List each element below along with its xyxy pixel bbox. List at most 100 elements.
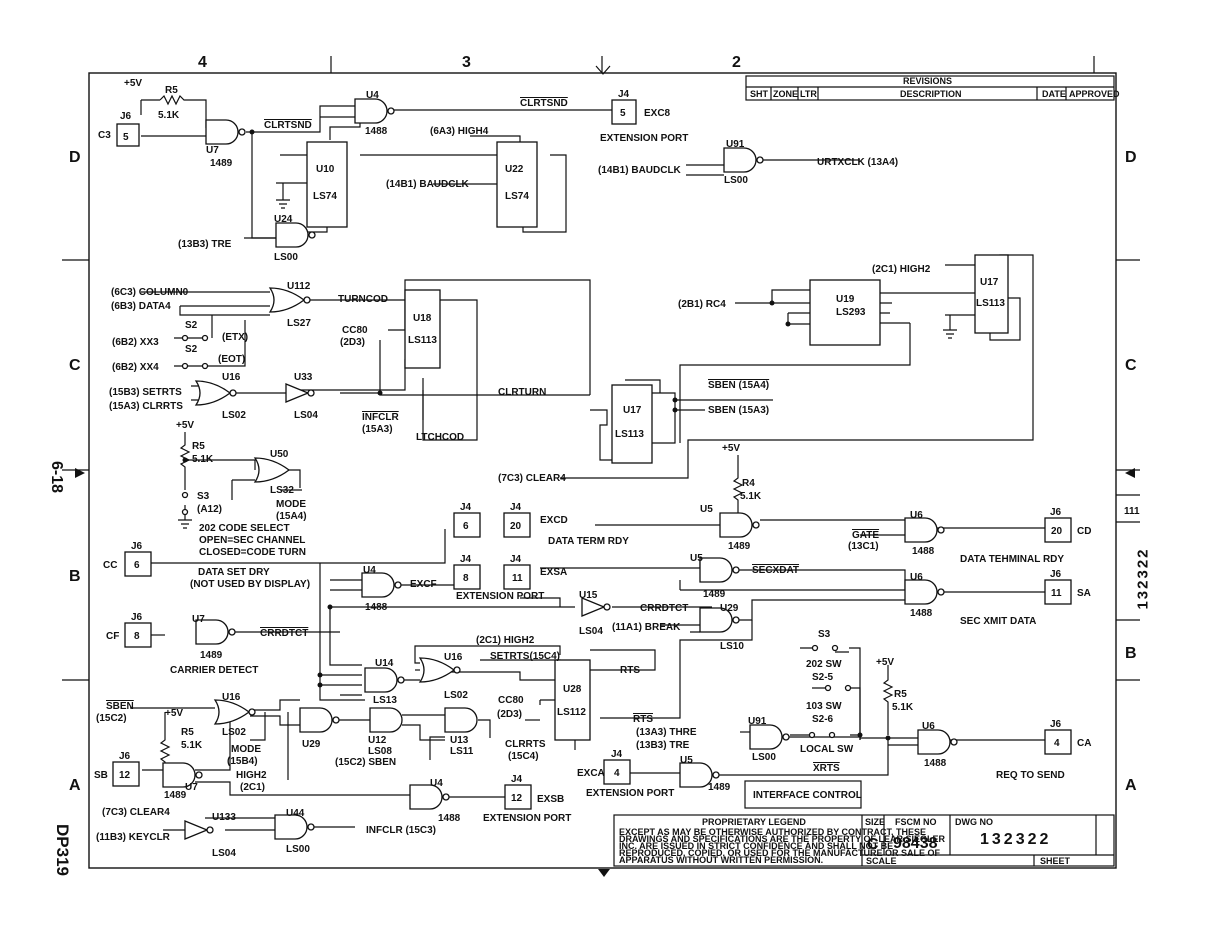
j6-pin5-num: 5 [123, 132, 129, 143]
u6b-type: 1488 [910, 608, 933, 619]
net-cc80-top-ref: (2D3) [340, 337, 365, 348]
j6-pin8-side: CF [106, 631, 119, 642]
u22-flipflop [496, 141, 538, 228]
j6-pin20-caption: DATA TEHMINAL RDY [960, 554, 1064, 565]
net-high2-mid: (2C1) HIGH2 [476, 635, 535, 646]
j4-pin5-caption: EXTENSION PORT [600, 133, 688, 144]
u5c-output-bubble [712, 771, 720, 779]
u112-ref: U112 [287, 281, 311, 292]
u33-ref: U33 [294, 372, 313, 383]
rev-col-approved: APPROVED [1069, 89, 1120, 99]
j4-pin12-ref: J4 [511, 774, 523, 785]
u16c-type: LS02 [222, 727, 246, 738]
j4-pin12-net: EXSB [537, 794, 564, 805]
net-turncod: TURNCOD [338, 294, 388, 305]
j4-pin5-num: 5 [620, 108, 626, 119]
switch-s2-6: S2-6 [812, 714, 834, 725]
u4b-type: 1488 [365, 602, 388, 613]
title-block [613, 780, 1115, 867]
j4-pin8-box [453, 564, 481, 590]
net-sben-left-ref: (15C2) [96, 713, 127, 724]
u50-ref: U50 [270, 449, 289, 460]
net-cc80-top: CC80 [342, 325, 368, 336]
s2-contact-3 [181, 362, 189, 370]
u17b-ref: U17 [980, 277, 999, 288]
net-crrdtct-mid: CRRDTCT [640, 603, 688, 614]
net-sben-2: SBEN (15A3) [708, 405, 769, 416]
j4-pin20-net: EXCD [540, 515, 568, 526]
u7b-type: 1489 [200, 650, 223, 661]
u14-ref: U14 [375, 658, 394, 669]
net-rts-1: RTS [620, 665, 640, 676]
j4-pin6-box [453, 512, 481, 538]
fscm-value: 98438 [893, 835, 938, 852]
j6-pin4-num: 4 [1054, 738, 1060, 749]
net-infclr-bottom: INFCLR (15C3) [366, 825, 436, 836]
dwg-label: DWG NO [955, 817, 993, 827]
sheet-label: SHEET [1040, 856, 1071, 866]
u16b-type: LS02 [444, 690, 468, 701]
net-infclr-mid-ref: (15A3) [362, 424, 393, 435]
u91-type: LS00 [724, 175, 748, 186]
u7-ref: U7 [206, 145, 219, 156]
u4-type: 1488 [365, 126, 388, 137]
zone-right-d: D [1125, 149, 1137, 166]
u19-counter [809, 279, 881, 346]
r5-4-ref: R5 [894, 689, 907, 700]
r5-2-value: 5.1K [192, 454, 214, 465]
j6-pin12-side: SB [94, 770, 108, 781]
net-baudclk-1: (14B1) BAUDCLK [386, 179, 470, 190]
supply-5v-4: +5V [876, 657, 894, 668]
j4-pin4-net: EXCA [577, 768, 605, 779]
u14-type: LS13 [373, 695, 397, 706]
net-high2-top: (2C1) HIGH2 [872, 264, 931, 275]
supply-5v-1: +5V [124, 78, 142, 89]
j6-pin5-side: C3 [98, 130, 111, 141]
u5b-type: 1489 [703, 589, 726, 600]
j6-pin11-num: 11 [1051, 588, 1062, 599]
zone-right-a: A [1125, 777, 1137, 794]
u133-ref: U133 [212, 812, 236, 823]
j6-pin5-ref: J6 [120, 111, 132, 122]
net-rts-2: RTS [633, 714, 653, 725]
s26-contact-1 [808, 731, 816, 739]
u17b-type: LS113 [976, 298, 1005, 309]
j6-pin8-num: 8 [134, 631, 140, 642]
gate-u33-inverter [285, 383, 315, 403]
u5b-ref: U5 [690, 553, 703, 564]
net-column: (6C3) COLUMN0 [111, 287, 189, 298]
net-crrdtct-left: CRRDTCT [260, 628, 308, 639]
u13-type: LS11 [450, 746, 474, 757]
gate-u16-nor [195, 380, 231, 406]
ground-symbol-u10 [276, 199, 290, 209]
r4-value: 5.1K [740, 491, 762, 502]
j6-pin6-caption: DATA SET DRY [198, 567, 270, 578]
gate-u91-nand [723, 147, 757, 173]
net-clrrts-mid-ref: (15C4) [508, 751, 539, 762]
net-clrtsnd-right: CLRTSND [520, 98, 568, 109]
j6-pin11-box [1044, 579, 1072, 605]
net-mode-top: MODE [276, 499, 306, 510]
u24-output-bubble [308, 231, 316, 239]
u5b-output-bubble [732, 566, 740, 574]
j4-pin4-caption: EXTENSION PORT [586, 788, 674, 799]
j4-pin4-ref: J4 [611, 749, 623, 760]
net-sben-1: SBEN (15A4) [708, 380, 769, 391]
u4b-ref: U4 [363, 565, 376, 576]
u10-ref: U10 [316, 164, 335, 175]
u29-output-bubble [732, 616, 740, 624]
j4-pin20-ref: J4 [510, 502, 522, 513]
u91b-ref: U91 [748, 716, 767, 727]
u5-output-bubble [752, 521, 760, 529]
gate-u91b-nand [749, 724, 783, 750]
document-number: DP319 [52, 824, 72, 876]
switch-s2-5: S2-5 [812, 672, 834, 683]
u7c-ref: U7 [185, 782, 198, 793]
u17-ref: U17 [623, 405, 642, 416]
size-value: C [867, 836, 879, 853]
u112-output-bubble [303, 296, 311, 304]
supply-5v-5: +5V [165, 708, 183, 719]
j6-pin4-ref: J6 [1050, 719, 1062, 730]
j6-pin20-side: CD [1077, 526, 1091, 537]
